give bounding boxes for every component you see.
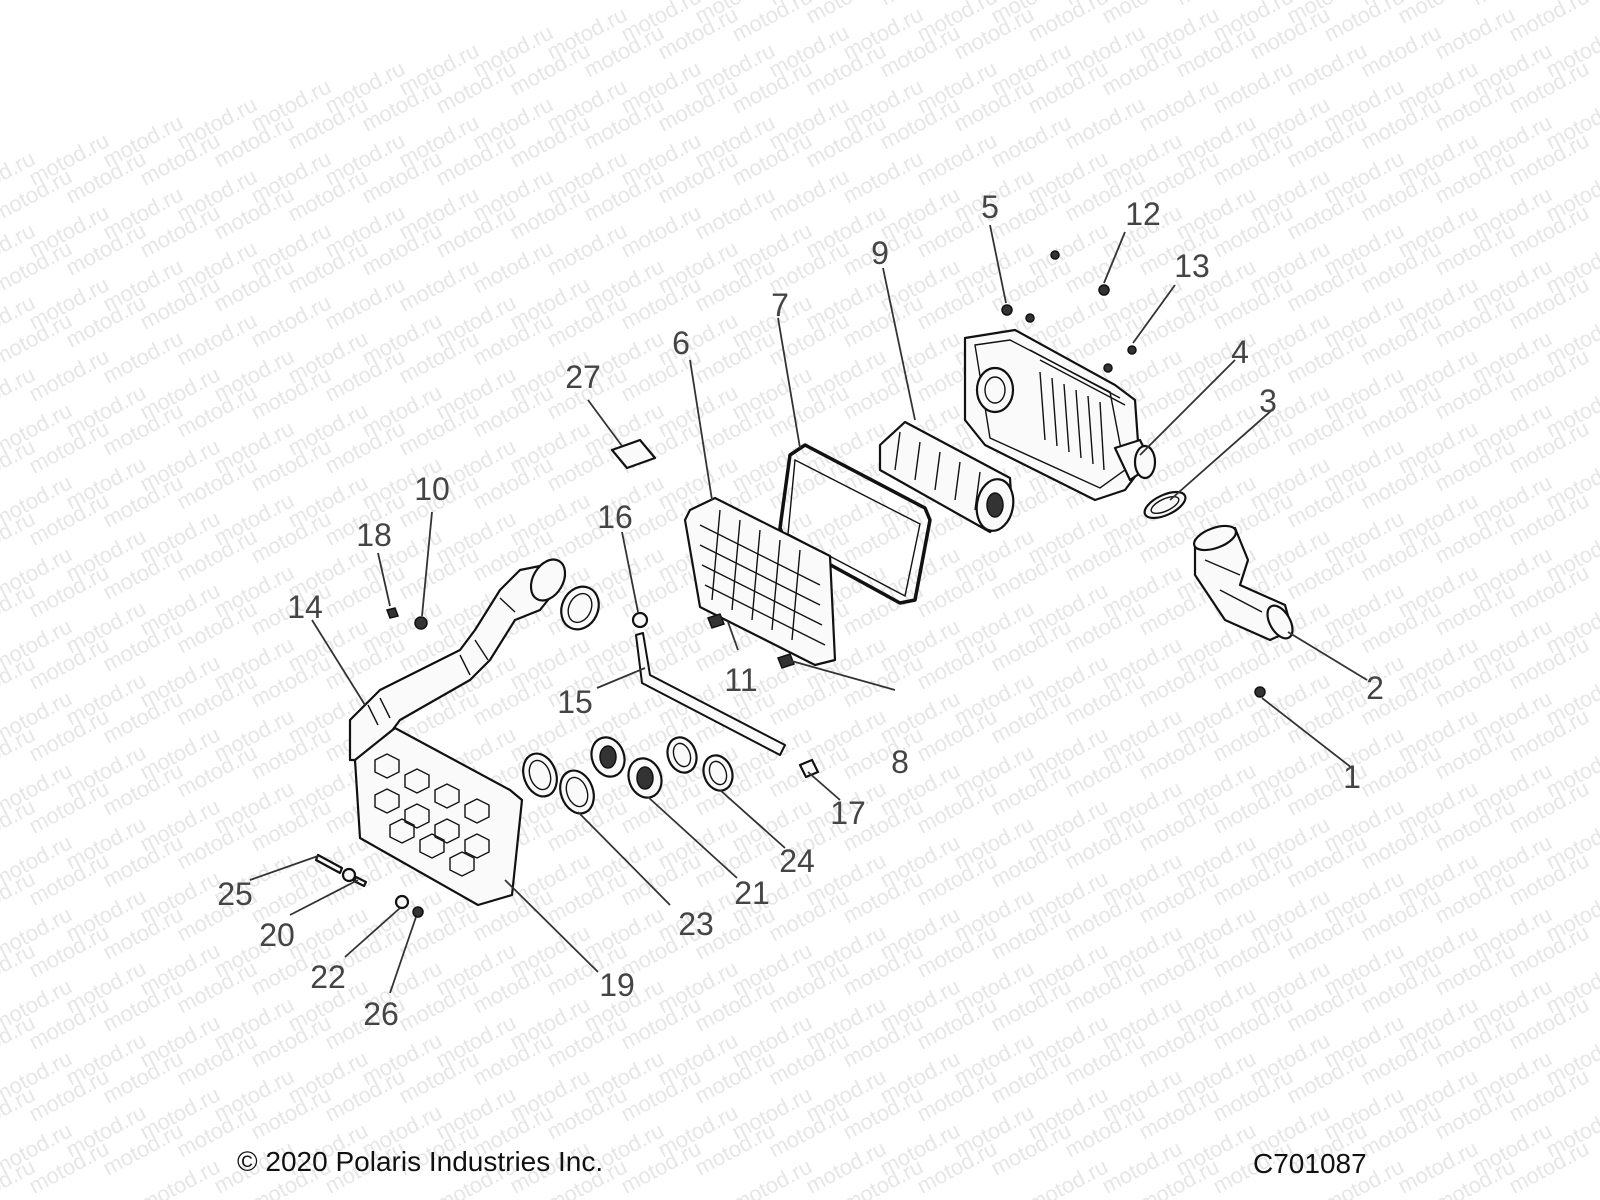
elbow-duct [1192, 524, 1294, 642]
watermark-text: motod.ru [395, 254, 483, 317]
parts-drawing [314, 250, 1294, 918]
screw-13 [1127, 345, 1137, 355]
callout-6: 6 [672, 325, 690, 361]
spacer-20 [341, 867, 357, 883]
airbox-housing [963, 328, 1157, 502]
watermark-text: motod.ru [321, 272, 409, 335]
callout-10: 10 [414, 471, 450, 507]
callout-8: 8 [891, 744, 909, 780]
callout-22: 22 [310, 959, 346, 995]
callout-1: 1 [1343, 759, 1361, 795]
callout-27: 27 [565, 359, 601, 395]
watermark-text: motod.ru [543, 218, 631, 281]
prefilter-box [353, 726, 524, 907]
watermark-text: motod.ru [99, 326, 187, 389]
watermark-text: motod.ru [913, 128, 1001, 191]
callout-labels: 1 2 3 4 5 6 7 8 9 10 11 12 13 14 15 16 1… [217, 189, 1384, 1032]
callout-17: 17 [830, 795, 866, 831]
airbox-cover [683, 496, 837, 667]
latch-11 [707, 613, 725, 629]
callout-18: 18 [356, 517, 392, 553]
callout-5: 5 [981, 189, 999, 225]
watermark-text: motod.ru [765, 164, 853, 227]
callout-3: 3 [1259, 383, 1277, 419]
grommet-22 [394, 894, 410, 910]
watermark-text: motod.ru [1431, 2, 1519, 65]
bolt-18 [386, 607, 399, 619]
callout-20: 20 [259, 917, 295, 953]
nut-26 [412, 906, 424, 918]
air-filter-element [878, 420, 1015, 534]
hose-clip-16 [631, 611, 649, 629]
callout-19: 19 [599, 967, 635, 1003]
callout-16: 16 [597, 499, 633, 535]
nut-10 [414, 616, 428, 630]
callout-26: 26 [363, 996, 399, 1032]
watermark-text: motod.ru [691, 182, 779, 245]
watermark-text: motod.ru [1135, 74, 1223, 137]
watermark-text: motod.ru [839, 146, 927, 209]
callout-4: 4 [1231, 334, 1249, 370]
callout-2: 2 [1366, 670, 1384, 706]
callout-13: 13 [1174, 248, 1210, 284]
label-sticker [610, 438, 657, 470]
callout-9: 9 [871, 235, 889, 271]
leader-lines [249, 224, 1368, 994]
callout-23: 23 [678, 906, 714, 942]
watermark-text: motod.ru [469, 236, 557, 299]
callout-25: 25 [217, 876, 253, 912]
callout-15: 15 [557, 684, 593, 720]
watermark-text: motod.ru [25, 344, 113, 407]
diagram-code: C701087 [1253, 1148, 1367, 1179]
clamp-ring-3 [1143, 490, 1187, 520]
copyright-notice: © 2020 Polaris Industries Inc. [237, 1146, 604, 1177]
watermark-text: motod.ru [617, 200, 705, 263]
callout-21: 21 [734, 875, 770, 911]
drain-hose [635, 632, 786, 756]
watermark-text: motod.ru [1061, 92, 1149, 155]
callout-14: 14 [287, 589, 323, 625]
callout-11: 11 [724, 662, 757, 698]
callout-7: 7 [771, 287, 789, 323]
watermark-text: motod.ru [247, 290, 335, 353]
bolt-25 [314, 853, 344, 875]
watermark-text: motod.ru [1357, 20, 1445, 83]
screw-5 [1001, 304, 1013, 316]
watermark-text: motod.ru [173, 308, 261, 371]
screw-12 [1098, 284, 1110, 296]
callout-12: 12 [1125, 196, 1161, 232]
watermark-text: motod.ru [1209, 56, 1297, 119]
callout-24: 24 [779, 843, 815, 879]
watermark-text: motod.ru [987, 110, 1075, 173]
watermark-text: motod.ru [1283, 38, 1371, 101]
latch-8 [777, 653, 795, 669]
hose-clip-17 [798, 758, 820, 779]
nut-1 [1254, 686, 1266, 698]
